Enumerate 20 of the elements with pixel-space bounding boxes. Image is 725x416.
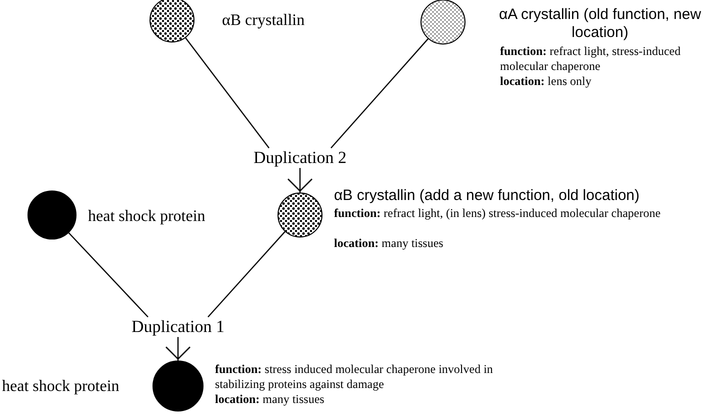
description-text: location: lens only [500,74,592,89]
protein-name: αB crystallin [222,11,306,31]
connector-line [208,230,286,318]
connector-line [184,37,270,148]
connector-line [330,38,429,148]
event-label: Duplication 1 [126,317,230,337]
protein-name: heat shock protein [2,377,120,397]
protein-circle [277,192,323,238]
connector-line [68,232,148,318]
protein-name: heat shock protein [88,207,206,227]
protein-circle [27,190,77,240]
description-text: location: many tissues [334,236,444,251]
protein-name: αB crystallin (add a new function, old location) [334,187,640,205]
description-text: location: many tissues [215,392,326,407]
arrow [287,168,313,193]
description-text: function: refract light, (in lens) stress-induced molecular chaperone [334,206,662,221]
protein-circle [152,360,204,412]
event-label: Duplication 2 [249,148,351,168]
protein-name: αA crystallin (old function, new location) [498,6,702,42]
arrow [165,337,191,361]
